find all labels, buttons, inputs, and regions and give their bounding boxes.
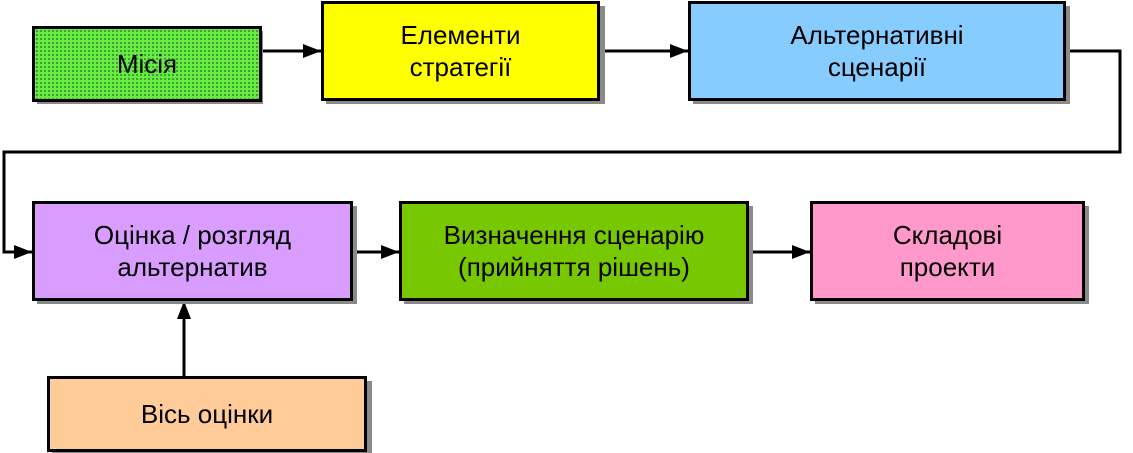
node-scenario-selection: Визначення сценарію (прийняття рішень) — [399, 201, 749, 301]
node-alternative-scenarios-label: Альтернативні сценарії — [790, 19, 964, 83]
node-component-projects: Складові проекти — [810, 201, 1085, 301]
arrow-scenarios-to-assessment — [2, 49, 1122, 259]
node-alternative-scenarios: Альтернативні сценарії — [688, 1, 1066, 101]
node-assessment-axis: Вісь оцінки — [47, 376, 367, 452]
node-strategy-elements-label: Елементи стратегії — [400, 19, 521, 83]
node-assessment-label: Оцінка / розгляд альтернатив — [93, 219, 292, 283]
node-mission-label: Місія — [116, 48, 178, 79]
node-assessment-axis-label: Вісь оцінки — [140, 398, 274, 429]
node-scenario-selection-label: Визначення сценарію (прийняття рішень) — [443, 219, 705, 283]
node-mission: Місія — [32, 26, 262, 102]
node-assessment: Оцінка / розгляд альтернатив — [32, 201, 353, 301]
node-component-projects-label: Складові проекти — [892, 219, 1003, 283]
node-strategy-elements: Елементи стратегії — [321, 1, 600, 101]
